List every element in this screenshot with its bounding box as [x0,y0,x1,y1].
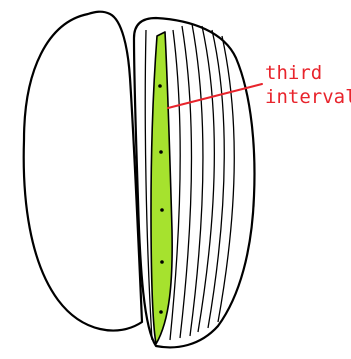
annotation-label-line-2: interval [265,86,351,108]
annotation-label-line-1: third [265,62,322,84]
interval-dot [159,150,163,154]
interval-dot [158,84,162,88]
interval-dot [160,208,164,212]
interval-dot [160,260,164,264]
left-lobe [24,12,142,331]
interval-dot [159,310,163,314]
